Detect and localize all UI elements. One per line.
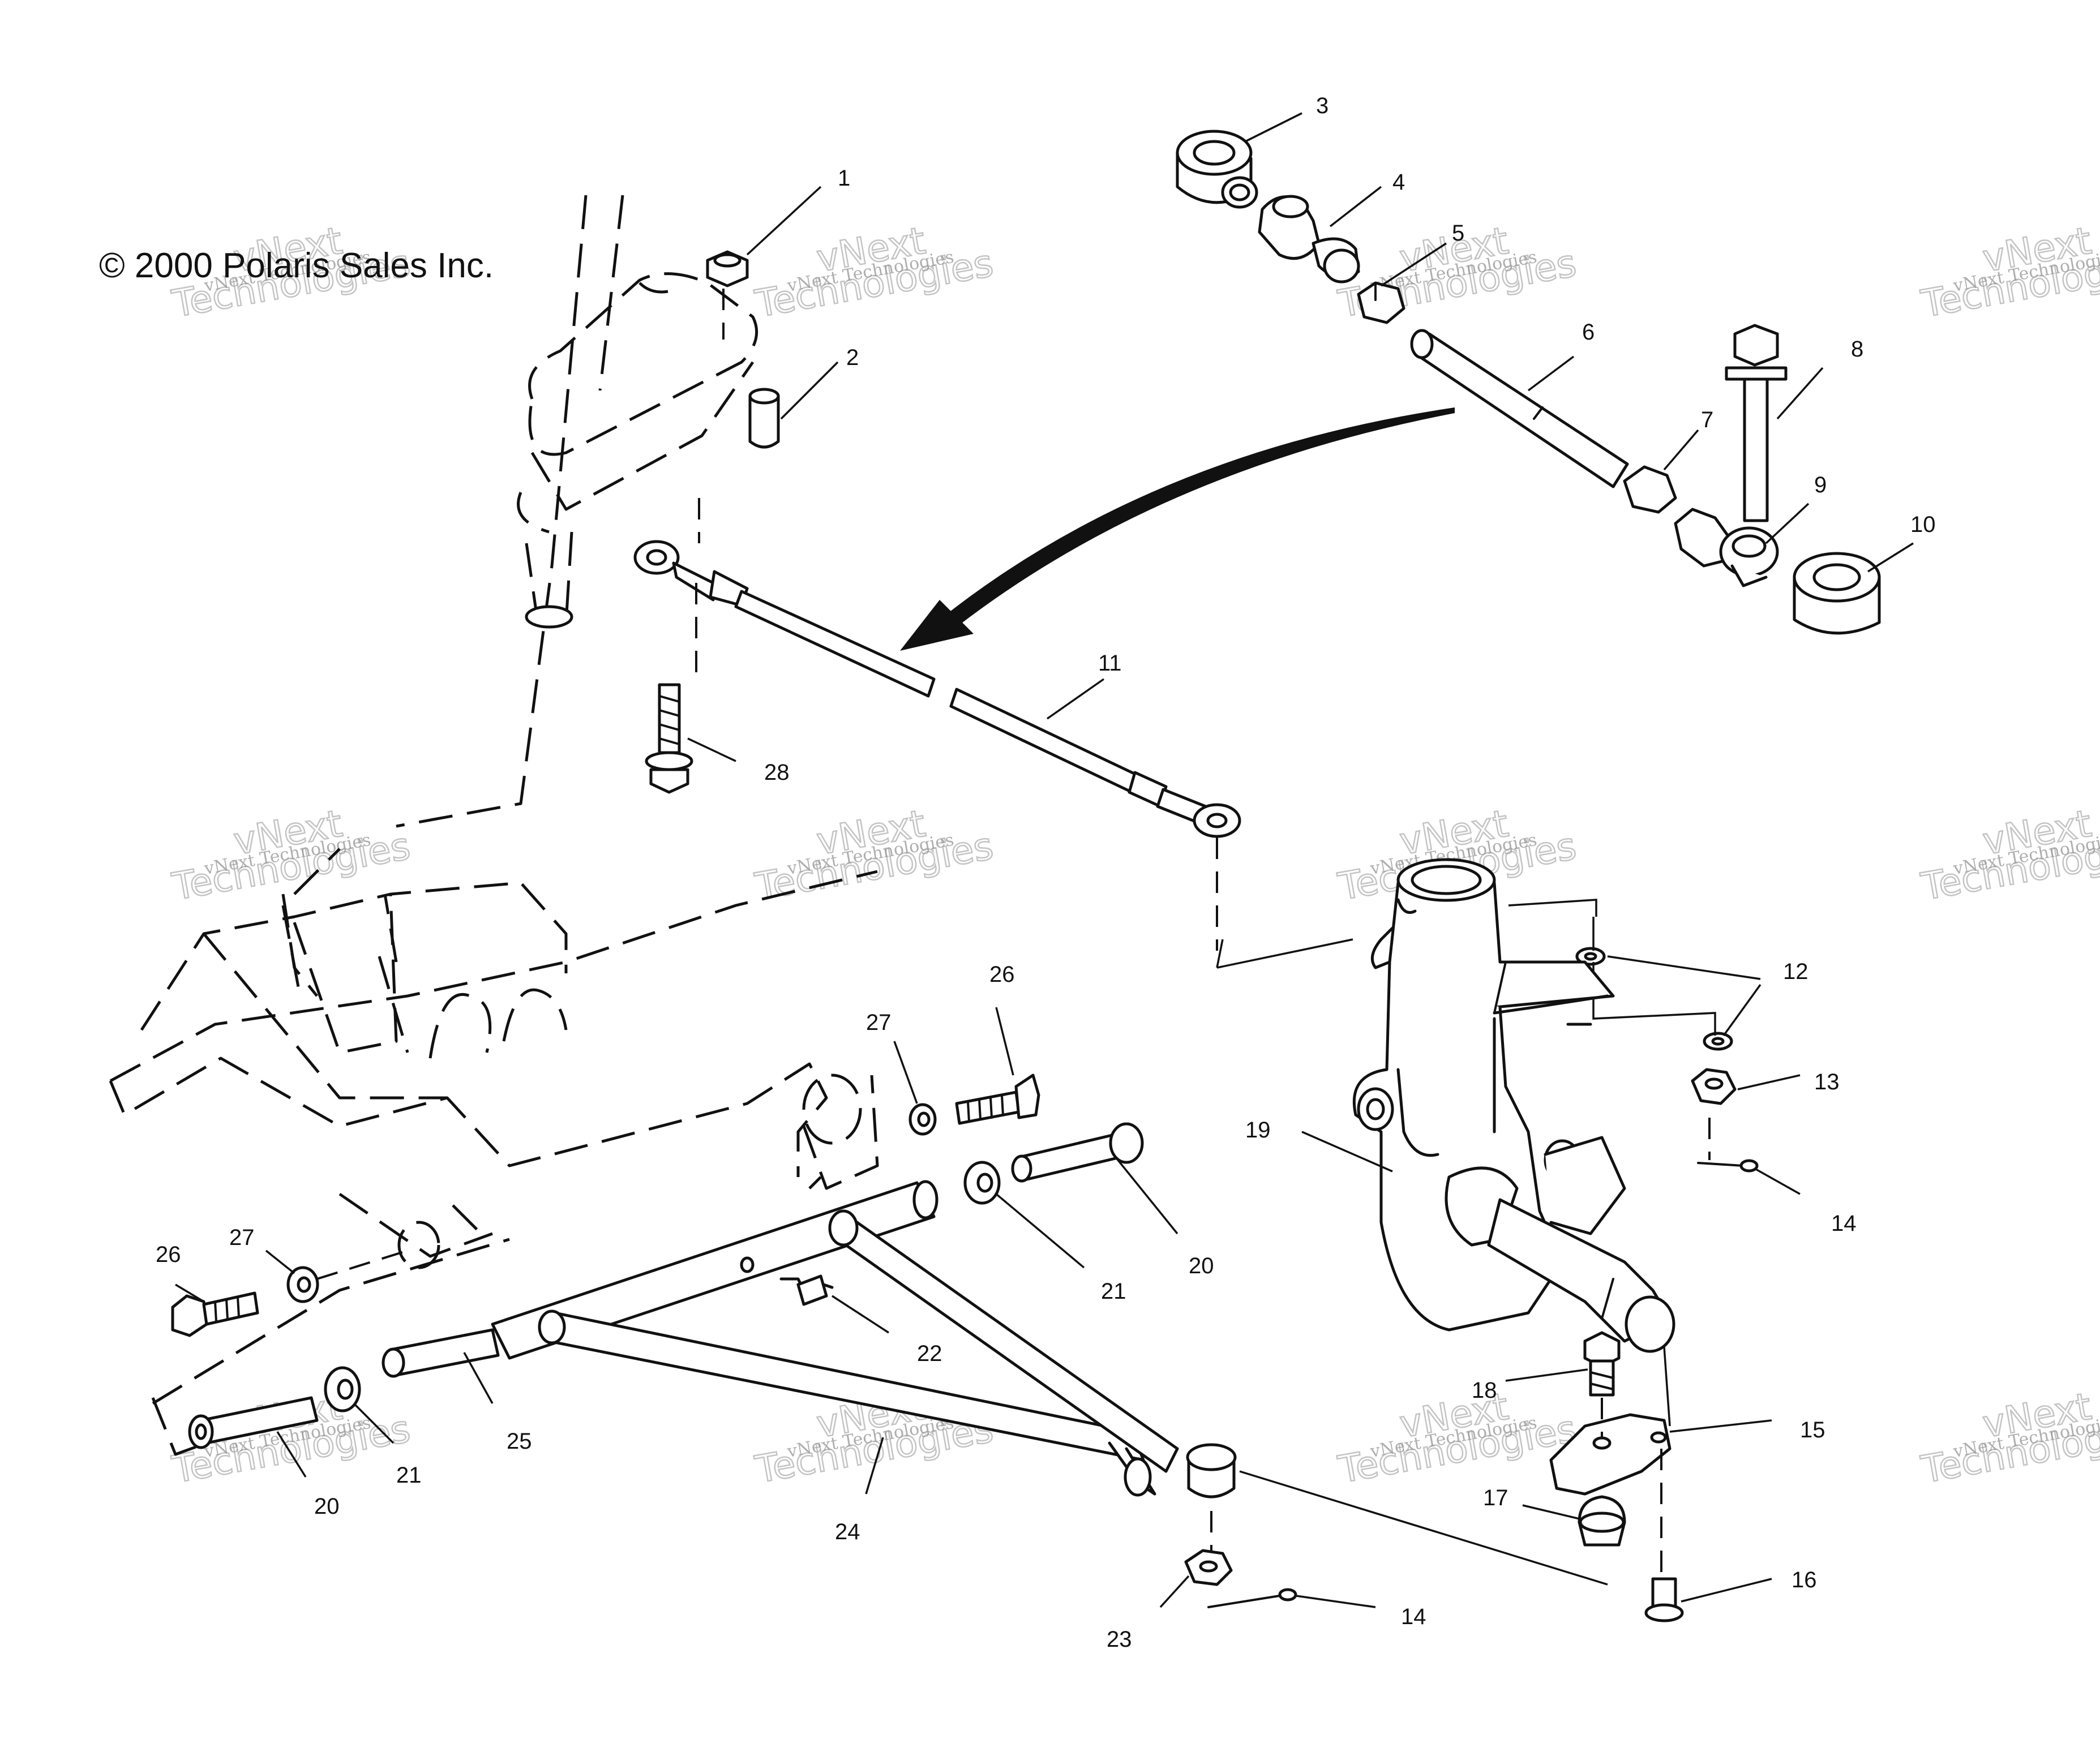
part-20-bolt-right [1011, 1122, 1144, 1183]
callout-14b: 14 [1401, 1604, 1426, 1629]
callout-18: 18 [1472, 1378, 1497, 1403]
callout-24: 24 [835, 1519, 860, 1544]
part-13-nut [1691, 1068, 1737, 1105]
part-27-washer-lower [286, 1249, 408, 1303]
watermark: Technologies vNext vNext Technologies [751, 801, 997, 909]
direction-arrow [900, 407, 1455, 651]
callout-23: 23 [1107, 1627, 1132, 1652]
part-3-bearing-housing [1176, 130, 1258, 209]
callout-3: 3 [1316, 93, 1328, 118]
part-6-tie-rod-tube [1410, 329, 1629, 488]
part-19-spindle [1216, 858, 1675, 1353]
watermark: Technologies vNext vNext Technologies [1917, 1384, 2100, 1492]
watermark: Technologies vNext vNext Technologies [1917, 801, 2100, 909]
callout-12: 12 [1783, 959, 1808, 984]
callout-27b: 27 [229, 1225, 255, 1250]
callout-28: 28 [764, 760, 790, 785]
callout-17: 17 [1483, 1485, 1508, 1510]
part-14-cotter-pin [1697, 1118, 1759, 1173]
callout-9: 9 [1814, 473, 1827, 497]
callout-6: 6 [1582, 320, 1595, 345]
callout-4: 4 [1392, 170, 1405, 195]
part-21-washer-right [963, 1161, 1001, 1205]
callout-labels: 1 2 3 4 5 6 7 8 9 10 11 12 13 14 14 15 1… [156, 93, 1936, 1652]
steering-post-end [525, 605, 573, 629]
callout-11: 11 [1098, 651, 1122, 676]
callout-26a: 26 [989, 962, 1015, 987]
part-20-bolt-left [188, 1396, 319, 1449]
part-9-rod-end [1674, 508, 1779, 587]
part-22-grease-fitting [779, 1274, 834, 1306]
part-7-jam-nut [1623, 465, 1677, 514]
watermark-layer: Technologies vNext vNext Technologies Te… [168, 218, 2100, 1492]
callout-27a: 27 [866, 1010, 892, 1035]
part-23-castle-nut [1184, 1549, 1233, 1586]
callout-21b: 21 [396, 1463, 422, 1488]
part-14-cotter-pin-lower [1207, 1588, 1297, 1608]
watermark: Technologies vNext vNext Technologies [751, 218, 997, 327]
part-25-sleeve [382, 1328, 500, 1378]
callout-2: 2 [846, 345, 859, 370]
callout-15: 15 [1800, 1418, 1825, 1442]
callout-8: 8 [1851, 337, 1863, 362]
part-17-ball-joint [1578, 1495, 1626, 1547]
part-26-bolt-upper [955, 1074, 1040, 1125]
part-5-jam-nut [1357, 281, 1405, 324]
part-21-washer-left [324, 1366, 361, 1412]
callout-26b: 26 [156, 1242, 181, 1267]
watermark: Technologies vNext vNext Technologies [1917, 218, 2100, 327]
part-2-bushing [698, 388, 780, 543]
part-26-bolt-lower [171, 1291, 259, 1337]
callout-13: 13 [1814, 1070, 1840, 1094]
callout-7: 7 [1701, 407, 1713, 432]
callout-16: 16 [1792, 1568, 1817, 1592]
part-12-washers [1575, 917, 1733, 1051]
part-16-screw [1644, 1449, 1684, 1622]
watermark: Technologies vNext vNext Technologies [1334, 1384, 1580, 1492]
part-28-bolt [645, 683, 693, 794]
part-27-washer-upper [908, 1103, 937, 1136]
callout-20b: 20 [314, 1494, 340, 1519]
part-24-a-arm [491, 1180, 1608, 1586]
callout-21a: 21 [1101, 1279, 1126, 1304]
callout-14a: 14 [1831, 1211, 1857, 1236]
part-8-bolt [1725, 324, 1788, 522]
part-18-bolt [1583, 1331, 1671, 1437]
callout-10: 10 [1910, 512, 1936, 537]
callout-20a: 20 [1189, 1253, 1214, 1278]
steering-post-phantom [396, 195, 758, 828]
part-4-rod-end [1258, 195, 1360, 284]
callout-5: 5 [1452, 221, 1464, 246]
leader-lines [175, 112, 1914, 1608]
watermark: Technologies vNext vNext Technologies [168, 801, 414, 909]
callout-25: 25 [507, 1429, 532, 1454]
callout-19: 19 [1245, 1118, 1271, 1143]
part-15-plate [1549, 1413, 1672, 1496]
callout-1: 1 [838, 166, 850, 191]
part-1-nut [706, 250, 749, 340]
callout-22: 22 [917, 1341, 942, 1366]
copyright-notice: © 2000 Polaris Sales Inc. [99, 246, 494, 285]
part-11-tie-rod-assembly [633, 540, 1241, 951]
part-10-bearing-housing [1793, 552, 1881, 635]
